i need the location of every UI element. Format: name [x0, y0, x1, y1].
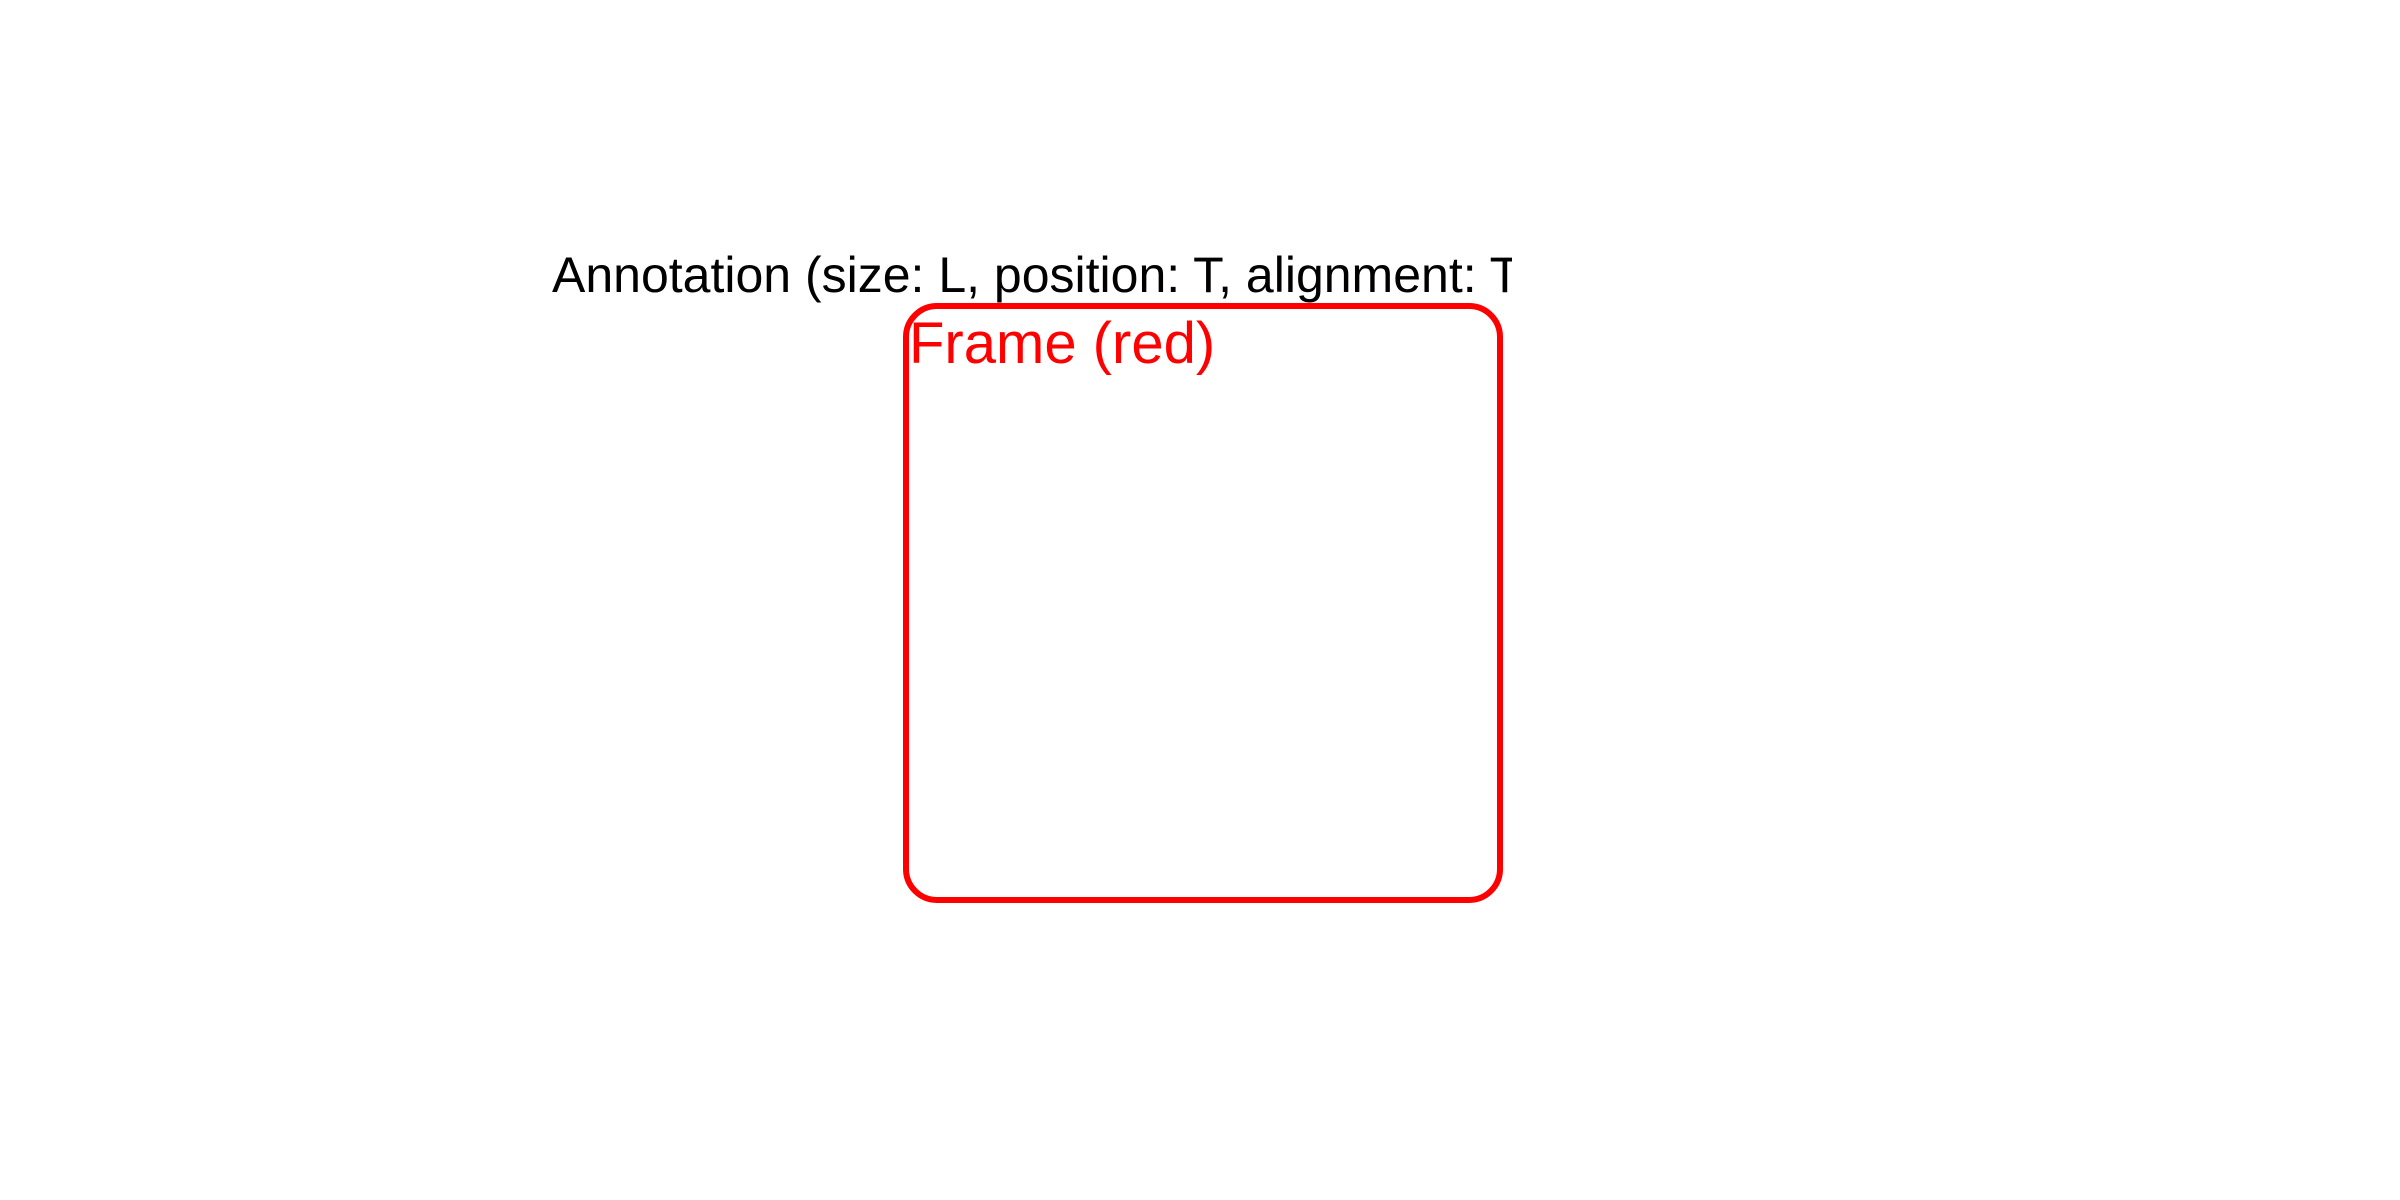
annotation-label: Annotation (size: L, position: T, alignm…: [552, 247, 1512, 303]
frame-label: Frame (red): [909, 311, 1216, 376]
red-frame[interactable]: Frame (red): [903, 303, 1503, 903]
